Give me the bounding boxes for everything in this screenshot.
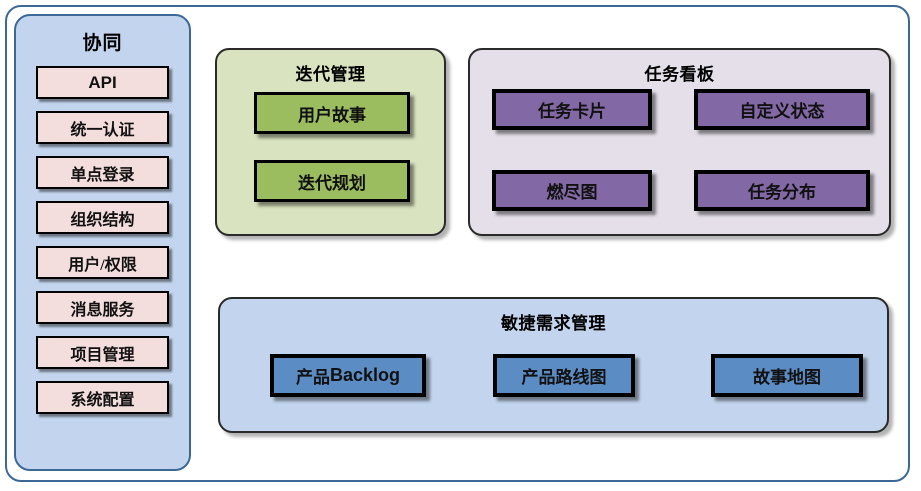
panel-title-task-board: 任务看板	[644, 65, 715, 84]
sidebar-item-message-service[interactable]: 消息服务	[36, 291, 169, 324]
box-product-backlog-latin: Backlog	[329, 365, 401, 385]
sidebar-item-list: API 统一认证 单点登录 组织结构 用户/权限 消息服务 项目管理 系统配置	[36, 66, 169, 426]
sidebar-item-org-structure[interactable]: 组织结构	[36, 201, 169, 234]
sidebar-item-single-sign-on[interactable]: 单点登录	[36, 156, 169, 189]
box-product-roadmap[interactable]: 产品路线图	[493, 354, 635, 397]
box-custom-status[interactable]: 自定义状态	[694, 89, 870, 130]
box-story-map[interactable]: 故事地图	[711, 354, 863, 397]
box-product-backlog-cn: 产品	[295, 368, 330, 387]
sidebar-item-unified-auth[interactable]: 统一认证	[36, 111, 169, 144]
sidebar-item-api[interactable]: API	[36, 66, 169, 99]
box-burndown-chart[interactable]: 燃尽图	[492, 170, 652, 211]
sidebar-title: 协同	[82, 33, 123, 54]
sidebar-item-project-management[interactable]: 项目管理	[36, 336, 169, 369]
box-user-story[interactable]: 用户故事	[254, 92, 410, 134]
box-task-distribution[interactable]: 任务分布	[694, 170, 870, 211]
sidebar-item-user-permission[interactable]: 用户/权限	[36, 246, 169, 279]
panel-title-iteration-management: 迭代管理	[295, 65, 366, 84]
panel-iteration-management: 迭代管理 用户故事 迭代规划	[215, 48, 446, 236]
panel-task-board: 任务看板 任务卡片 自定义状态 燃尽图 任务分布	[468, 48, 891, 236]
box-task-card[interactable]: 任务卡片	[492, 89, 652, 130]
panel-title-agile-requirements: 敏捷需求管理	[501, 314, 606, 333]
box-iteration-planning[interactable]: 迭代规划	[254, 160, 410, 202]
sidebar-item-system-config[interactable]: 系统配置	[36, 381, 169, 414]
collaboration-sidebar: 协同 API 统一认证 单点登录 组织结构 用户/权限 消息服务 项目管理 系统…	[14, 14, 191, 471]
